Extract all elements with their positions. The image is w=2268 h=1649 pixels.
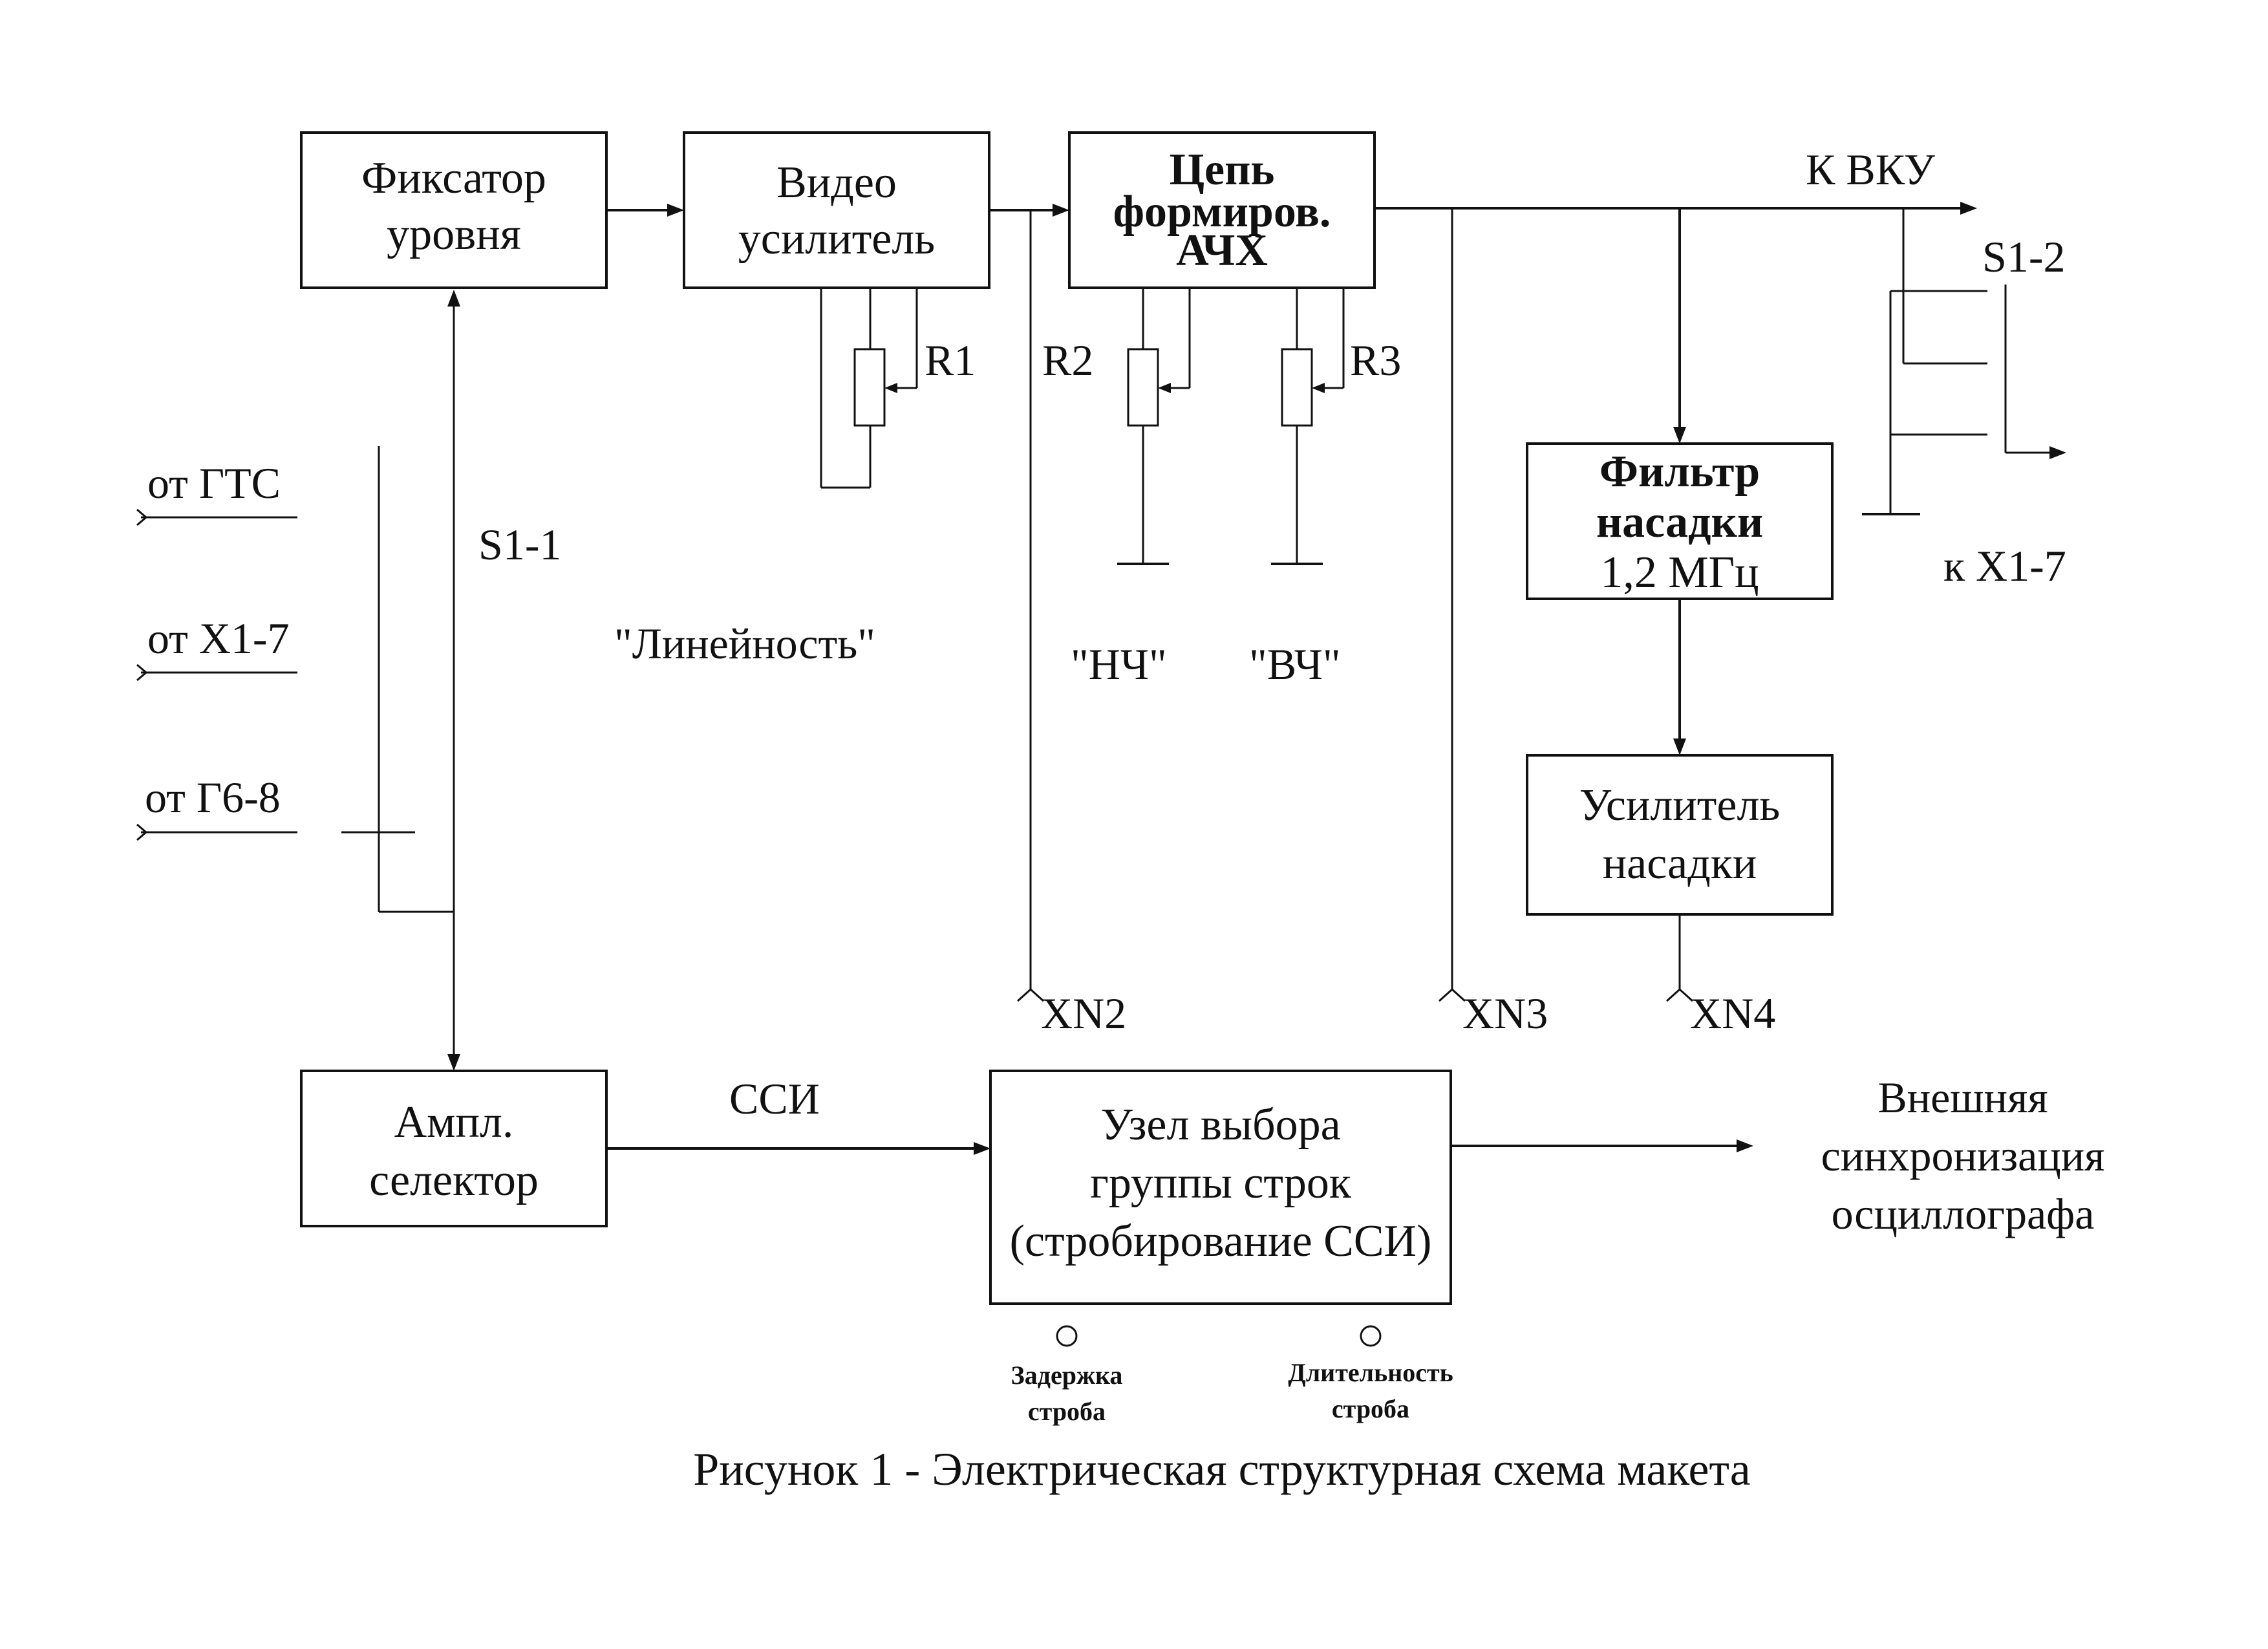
strobe-delay-knob[interactable]: [1056, 1325, 1078, 1347]
block-line-group-line2: группы строк: [1090, 1158, 1352, 1208]
block-filter: Фильтр насадки 1,2 МГц: [1526, 442, 1834, 600]
label-strobe-duration-line2: строба: [1332, 1394, 1409, 1423]
block-video-amplifier: Видео усилитель: [683, 131, 990, 289]
block-afc-chain-line1: Цепь: [1170, 145, 1275, 195]
potentiometer-r1: [820, 288, 918, 489]
potentiometer-r3: [1271, 288, 1345, 565]
label-r2: R2: [1042, 336, 1093, 385]
block-afc-chain-line2: формиров.: [1113, 187, 1331, 237]
block-attachment-amplifier-line1: Усилитель: [1579, 781, 1781, 830]
block-line-group-line3: (стробирование ССИ): [1010, 1216, 1432, 1266]
label-r1: R1: [925, 336, 976, 385]
block-amplitude-selector: Ампл. селектор: [300, 1070, 608, 1227]
label-ext-sync-line1: Внешняя: [1878, 1073, 2048, 1122]
label-xn2: XN2: [1041, 989, 1126, 1038]
block-fixator-line2: уровня: [387, 210, 521, 259]
block-line-group-line1: Узел выбора: [1100, 1100, 1340, 1150]
block-filter-line2: насадки: [1596, 497, 1763, 547]
label-s1-2: S1-2: [1982, 232, 2065, 281]
strobe-duration-knob[interactable]: [1360, 1325, 1382, 1347]
label-from-g6-8: от Г6-8: [145, 773, 281, 822]
block-afc-chain-line3: АЧХ: [1176, 226, 1268, 275]
label-xn4: XN4: [1690, 989, 1775, 1038]
label-from-gts: от ГТС: [147, 458, 281, 508]
label-from-x1-7: от X1-7: [147, 614, 290, 663]
label-lf: "НЧ": [1071, 640, 1167, 689]
block-amplitude-selector-line2: селектор: [369, 1156, 539, 1205]
block-filter-line3: 1,2 МГц: [1600, 548, 1759, 598]
block-attachment-amplifier: Усилитель насадки: [1526, 754, 1834, 916]
block-filter-line1: Фильтр: [1599, 447, 1760, 497]
potentiometer-r2: [1117, 288, 1191, 565]
block-video-amplifier-line1: Видео: [776, 158, 897, 208]
label-linearity: "Линейность": [614, 619, 875, 668]
label-to-x1-7: к X1-7: [1943, 541, 2066, 590]
block-amplitude-selector-line1: Ампл.: [394, 1097, 514, 1147]
label-s1-1: S1-1: [478, 520, 561, 569]
label-ext-sync-line2: синхронизация: [1821, 1131, 2105, 1180]
block-fixator-line1: Фиксатор: [361, 153, 546, 203]
label-r3: R3: [1350, 336, 1401, 385]
label-xn3: XN3: [1462, 989, 1548, 1038]
block-line-group-selector: Узел выбора группы строк (стробирование …: [989, 1070, 1452, 1305]
label-strobe-duration-line1: Длительность: [1288, 1358, 1453, 1387]
label-to-vku: К ВКУ: [1806, 145, 1936, 194]
label-hf: "ВЧ": [1249, 640, 1341, 689]
block-afc-chain: Цепь формиров. АЧХ: [1068, 131, 1376, 289]
figure-caption: Рисунок 1 - Электрическая структурная сх…: [693, 1443, 1751, 1495]
connections: [136, 202, 2066, 1155]
label-strobe-delay-line2: строба: [1028, 1397, 1106, 1426]
block-fixator: Фиксатор уровня: [300, 131, 608, 289]
block-video-amplifier-line2: усилитель: [738, 214, 935, 264]
label-ext-sync-line3: осциллографа: [1832, 1189, 2095, 1238]
label-ssi: ССИ: [729, 1074, 820, 1123]
label-strobe-delay-line1: Задержка: [1011, 1361, 1123, 1390]
block-attachment-amplifier-line2: насадки: [1603, 839, 1757, 889]
